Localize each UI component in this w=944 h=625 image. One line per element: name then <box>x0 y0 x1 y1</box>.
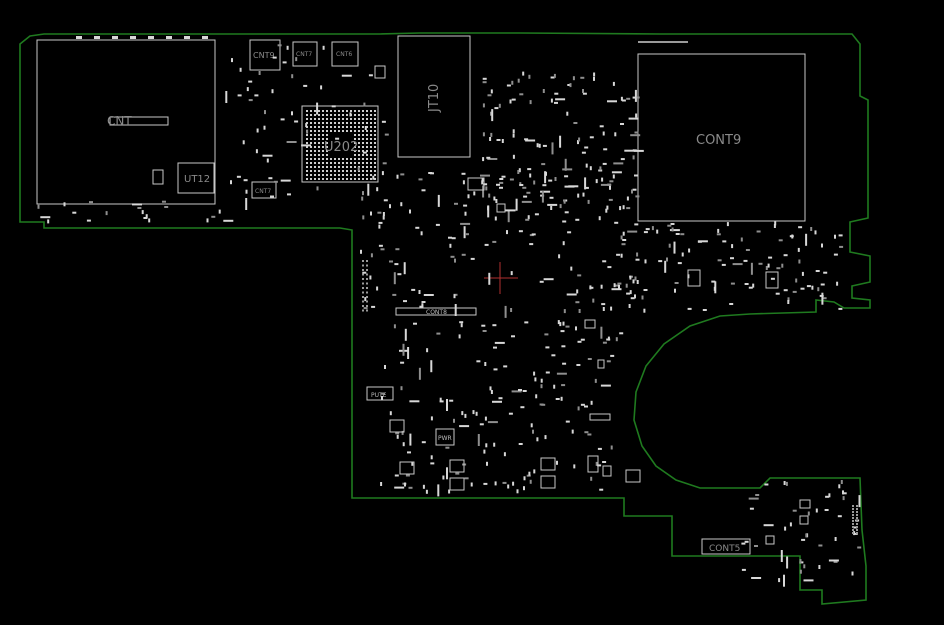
part-pute-outline[interactable] <box>366 386 394 401</box>
board-outline <box>19 32 871 605</box>
connector-cont9-bar <box>638 41 688 43</box>
connector-cnt7-top-label: CNT7 <box>296 51 312 58</box>
connector-cnt7-top-outline[interactable] <box>292 41 318 67</box>
connector-cnt9-small-outline[interactable] <box>249 39 281 71</box>
connector-cont8-outline[interactable] <box>395 307 477 316</box>
connector-cont5-label: CONT5 <box>709 544 740 554</box>
connector-cnt-label: CNT <box>107 114 132 128</box>
connector-cnt-outline[interactable] <box>36 39 216 205</box>
part-pwr-label: PWR <box>438 435 452 442</box>
ic-ut12-outline[interactable] <box>177 162 215 194</box>
part-pwr-outline[interactable] <box>435 428 455 446</box>
small-outlined-parts <box>374 65 811 545</box>
connector-cnt7-small-label: CNT7 <box>255 188 271 195</box>
connector-cont8-label: CONT8 <box>426 309 447 316</box>
part-pute-label: PUTE <box>371 392 387 399</box>
chip-u202-label: U202 <box>324 140 358 155</box>
connector-cnt7-small-outline[interactable] <box>251 181 277 199</box>
connector-cont9-outline[interactable] <box>637 53 806 222</box>
component-pads <box>37 36 862 587</box>
module-jt10-label: JT10 <box>427 84 442 113</box>
small-part-outline[interactable] <box>152 169 164 185</box>
connector-cnt6-label: CNT6 <box>336 51 352 58</box>
ic-ut12-label: UT12 <box>184 174 210 185</box>
chip-u202-outline[interactable] <box>301 105 379 183</box>
connector-cnt6-outline[interactable] <box>331 41 359 67</box>
connector-cnt9-small-label: CNT9 <box>253 51 275 60</box>
module-jt10-outline[interactable] <box>397 35 471 158</box>
connector-cnt-inner <box>109 116 169 126</box>
connector-cont9-label: CONT9 <box>696 133 741 148</box>
connector-cont5-outline[interactable] <box>701 538 751 555</box>
